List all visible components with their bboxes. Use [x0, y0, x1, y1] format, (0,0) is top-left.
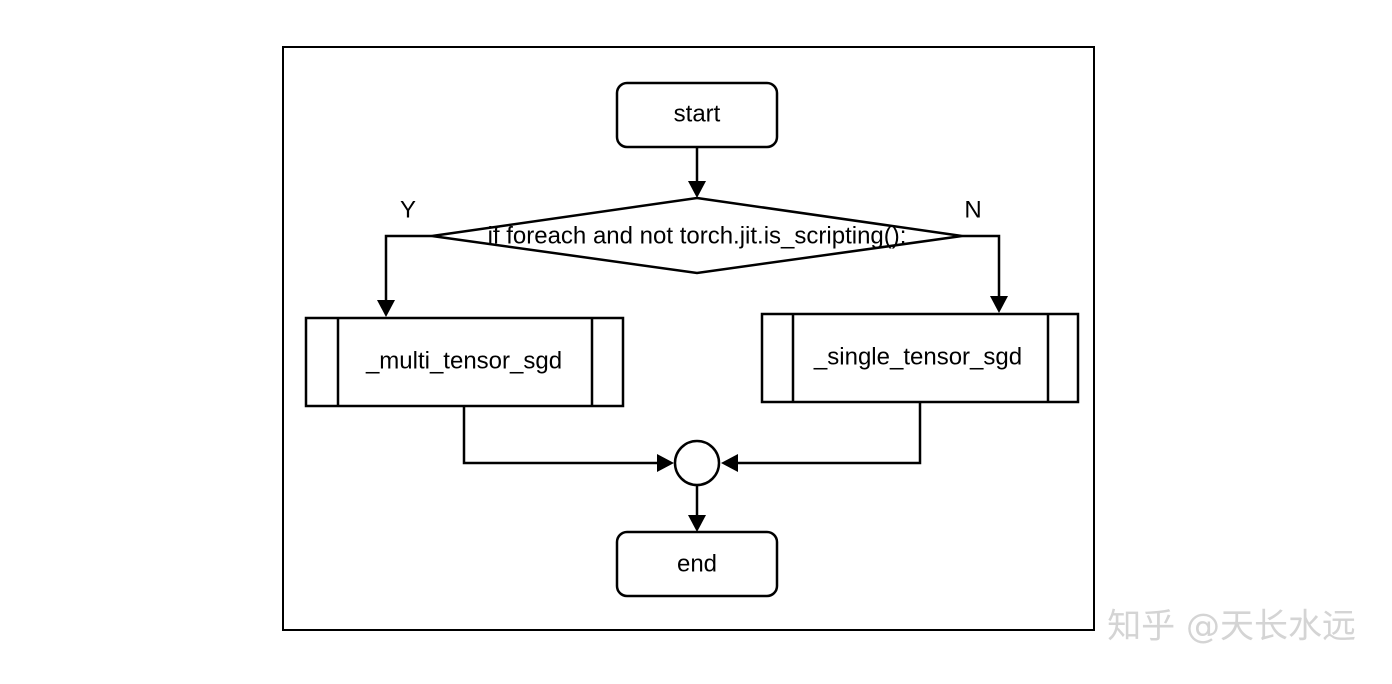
arrowhead-multi	[377, 300, 395, 317]
single-tensor-label: _single_tensor_sgd	[813, 343, 1022, 370]
no-branch-label: N	[964, 196, 981, 223]
arrowhead-single	[990, 296, 1008, 313]
edge-decision-to-multi	[384, 234, 432, 303]
arrowhead-end	[688, 515, 706, 532]
arrowhead-decision	[688, 181, 706, 198]
arrowhead-merge-right	[721, 454, 738, 472]
edge-multi-to-merge	[462, 406, 660, 465]
start-label: start	[674, 100, 721, 127]
decision-node	[431, 196, 963, 275]
edge-decision-to-single	[962, 234, 1001, 299]
multi-tensor-node	[304, 316, 625, 408]
watermark: 知乎 @天长水远	[1107, 607, 1356, 647]
yes-branch-label: Y	[400, 196, 416, 223]
edge-single-to-merge	[735, 402, 922, 465]
multi-tensor-label: _multi_tensor_sgd	[365, 347, 562, 374]
merge-node	[673, 439, 721, 487]
single-tensor-node	[760, 312, 1080, 404]
arrowhead-merge-left	[657, 454, 674, 472]
end-label: end	[677, 550, 717, 577]
decision-label: if foreach and not torch.jit.is_scriptin…	[488, 222, 907, 249]
end-node	[615, 530, 779, 598]
